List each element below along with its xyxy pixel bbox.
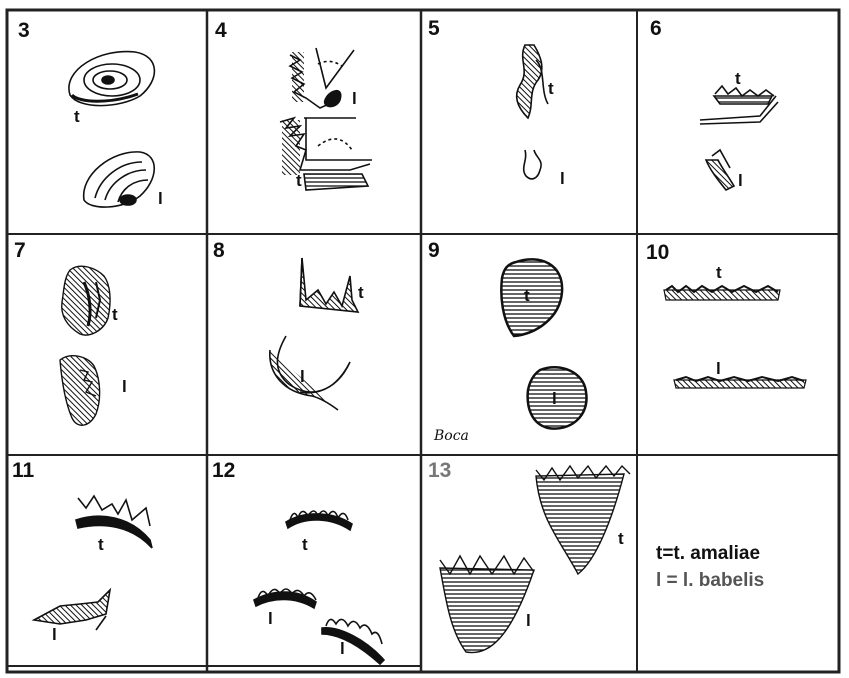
legend: t=t. amaliae l = l. babelis (656, 540, 764, 594)
panel-number-13: 13 (428, 460, 451, 481)
label-l-12b: l (340, 640, 345, 657)
panel-number-6: 6 (650, 18, 662, 39)
label-l-11: l (52, 626, 57, 643)
panel-number-11: 11 (12, 460, 34, 481)
panel-number-3: 3 (18, 20, 30, 41)
panel-8-specimens (270, 258, 358, 410)
label-l-8: l (300, 368, 305, 385)
label-t-4: t (296, 172, 302, 189)
panel-9-caption: Boca (434, 428, 469, 444)
panel-9-specimens (501, 259, 586, 428)
legend-line-t: t=t. amaliae (656, 540, 764, 567)
panel-number-10: 10 (646, 242, 669, 263)
panel-number-12: 12 (212, 460, 235, 481)
label-t-13: t (618, 530, 624, 547)
panel-number-9: 9 (428, 240, 440, 261)
panel-number-7: 7 (14, 240, 26, 261)
legend-line-l: l = l. babelis (656, 567, 764, 594)
label-t-12: t (302, 536, 308, 553)
label-l-9: l (552, 390, 557, 407)
panel-12-specimens (254, 511, 384, 664)
panel-3-specimens (69, 52, 155, 208)
label-l-6: l (738, 172, 743, 189)
label-l-13: l (526, 612, 531, 629)
label-t-8: t (358, 284, 364, 301)
panel-11-specimens (34, 496, 152, 630)
label-t-11: t (98, 536, 104, 553)
panel-number-5: 5 (428, 18, 440, 39)
label-t-6: t (735, 70, 741, 87)
label-l-7: l (122, 378, 127, 395)
label-t-3: t (74, 108, 80, 125)
label-t-7: t (112, 306, 118, 323)
label-t-5: t (548, 80, 554, 97)
panel-7-specimens (60, 266, 110, 425)
label-l-3: l (158, 190, 163, 207)
label-l-5: l (560, 170, 565, 187)
label-t-10: t (716, 264, 722, 281)
label-l-12a: l (268, 610, 273, 627)
label-l-10: l (716, 360, 721, 377)
panel-number-8: 8 (213, 240, 225, 261)
panel-10-specimens (664, 286, 806, 388)
panel-4-specimens (280, 48, 372, 190)
panel-number-4: 4 (215, 20, 227, 41)
panel-13-specimens (440, 466, 630, 653)
label-t-9: t (524, 287, 530, 304)
panel-5-specimens (517, 45, 548, 179)
label-l-4: l (352, 90, 357, 107)
